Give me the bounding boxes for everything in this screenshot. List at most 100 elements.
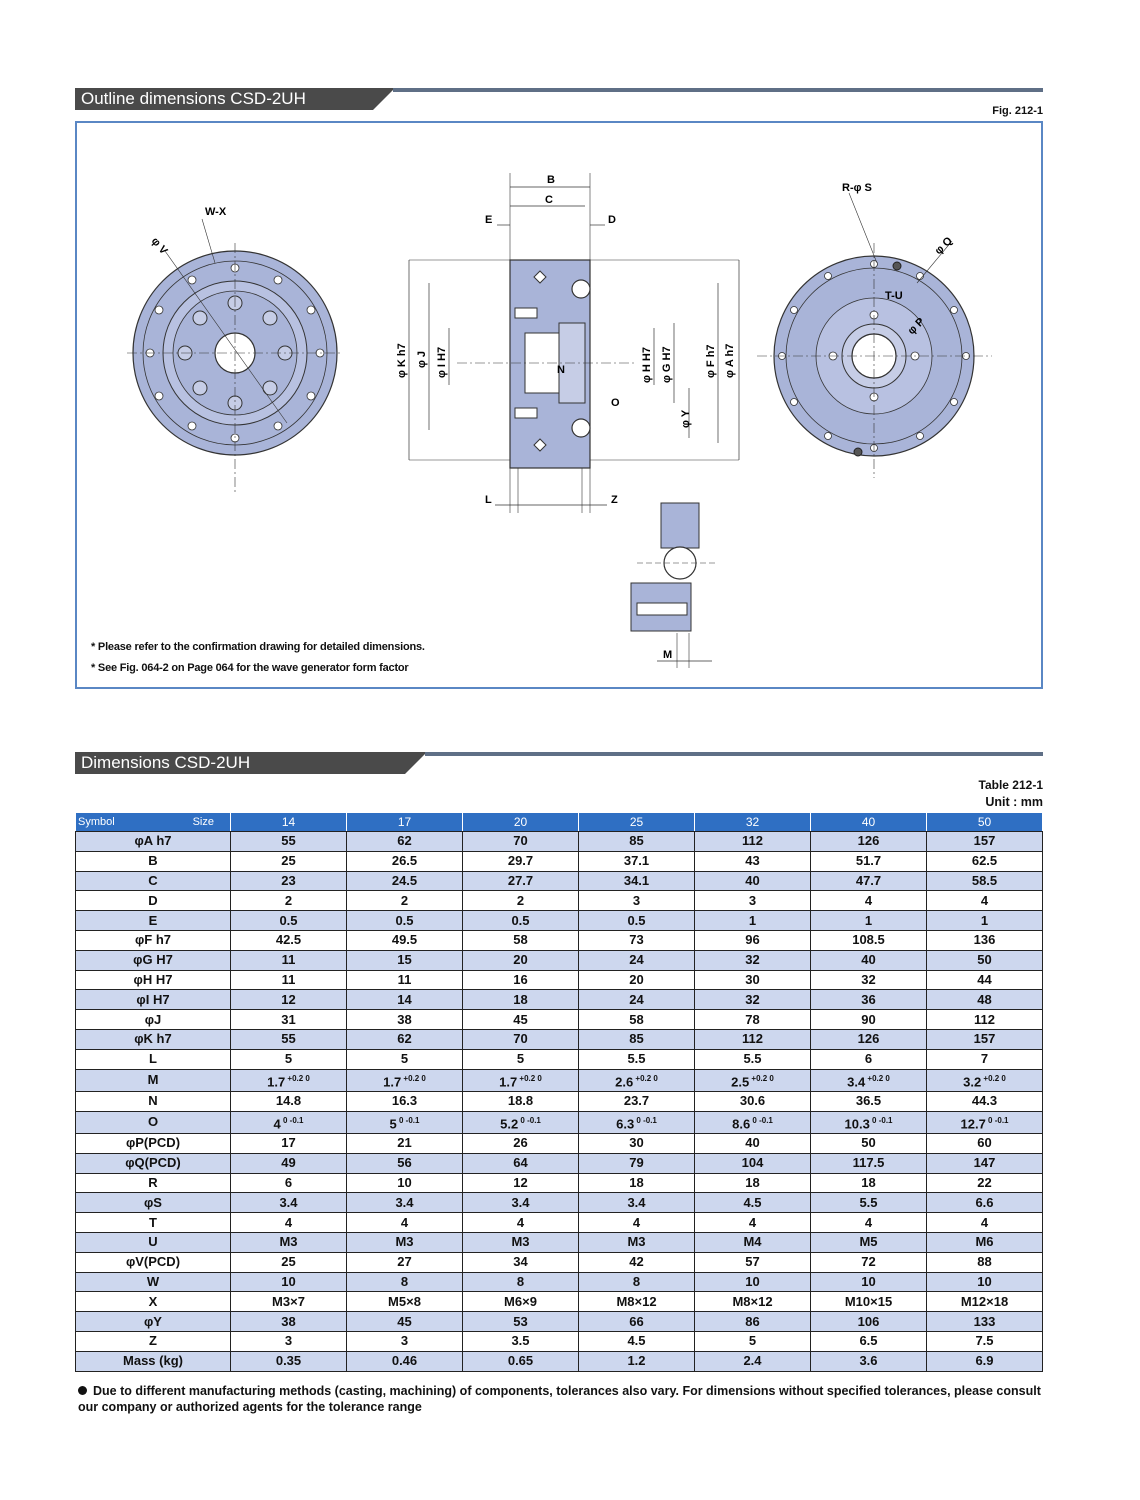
symbol-cell: φS [75,1192,231,1214]
tolerance-mark: +0.2 0 [517,1073,542,1083]
outline-section-header: Outline dimensions CSD-2UH [75,88,1043,110]
value-cell: 11 [230,949,347,971]
unit-label: Unit : mm [985,795,1043,809]
value-cell: 70 [462,1028,579,1050]
value-cell: 4 [926,1212,1043,1233]
value-cell: 0.35 [230,1350,347,1372]
header-size: Size [192,816,214,828]
value-cell: 6 [230,1172,347,1194]
header-tab-slant [397,752,427,774]
value-cell: 16.3 [346,1090,463,1112]
tolerance-mark: +0.2 0 [401,1073,426,1083]
tolerance-mark: 0 -0.1 [634,1115,657,1125]
value-cell: 26.5 [346,850,463,872]
value-cell: 70 [462,831,579,852]
value-cell: 25 [230,850,347,872]
value-cell: 1 [926,910,1043,931]
footnote: Due to different manufacturing methods (… [78,1383,1043,1415]
value-cell: 1.7 +0.2 0 [462,1068,579,1092]
value-cell: 30 [578,1133,695,1154]
value-cell: 24 [578,949,695,971]
value-cell: 14.8 [230,1090,347,1112]
label-y: φ Y [680,409,692,428]
value-cell: 8 [578,1271,695,1293]
symbol-cell: φP(PCD) [75,1133,231,1154]
header-rule [393,88,1043,92]
outline-section-title: Outline dimensions CSD-2UH [75,88,371,110]
value-cell: M3 [578,1232,695,1253]
value-cell: 136 [926,929,1043,951]
value-cell: 51.7 [810,850,927,872]
value-cell: 58 [462,929,579,951]
value-cell: 10 [810,1271,927,1293]
size-header-cell: 17 [346,812,463,832]
symbol-cell: φH H7 [75,969,231,991]
value-cell: 38 [346,1009,463,1030]
value-cell: 36 [810,989,927,1011]
value-cell: 1 [694,910,811,931]
symbol-cell: C [75,870,231,892]
tolerance-mark: +0.2 0 [633,1073,658,1083]
value-cell: 36.5 [810,1090,927,1112]
outline-figure: W-X φ V B C E D [75,121,1043,689]
symbol-cell: W [75,1271,231,1293]
value-cell: 10 [230,1271,347,1293]
value-cell: 2 [462,890,579,912]
value-cell: 5.5 [810,1192,927,1214]
outline-drawing: W-X φ V B C E D [127,173,992,668]
value-cell: 10 [926,1271,1043,1293]
symbol-cell: φA h7 [75,831,231,852]
value-cell: 56 [346,1152,463,1174]
value-cell: 85 [578,831,695,852]
value-cell: 23.7 [578,1090,695,1112]
value-cell: 10.3 0 -0.1 [810,1110,927,1135]
size-header-cell: 20 [462,812,579,832]
label-e: E [485,214,492,226]
value-cell: 112 [926,1009,1043,1030]
symbol-cell: φK h7 [75,1028,231,1050]
value-cell: 4 [926,890,1043,912]
tolerance-mark: 0 -0.1 [750,1115,773,1125]
value-cell: M5×8 [346,1291,463,1313]
label-g: φ G H7 [661,346,673,383]
value-cell: 126 [810,1028,927,1050]
value-cell: 32 [694,949,811,971]
value-cell: 38 [230,1311,347,1332]
value-cell: 11 [230,969,347,991]
value-cell: 3 [578,890,695,912]
value-cell: 45 [462,1009,579,1030]
symbol-cell: L [75,1048,231,1070]
value-cell: 2 [346,890,463,912]
value-cell: 73 [578,929,695,951]
value-cell: 5.5 [694,1048,811,1070]
section-view: B C E D φ K h7 φ J φ I H7 N φ H H7 [396,173,740,513]
value-cell: 60 [926,1133,1043,1154]
value-cell: 5 [346,1048,463,1070]
value-cell: 40 [810,949,927,971]
value-cell: 21 [346,1133,463,1154]
value-cell: 2.4 [694,1350,811,1372]
value-cell: 3.4 +0.2 0 [810,1068,927,1092]
value-cell: 18 [462,989,579,1011]
value-cell: 0.46 [346,1350,463,1372]
value-cell: 126 [810,831,927,852]
value-cell: 133 [926,1311,1043,1332]
value-cell: 30.6 [694,1090,811,1112]
value-cell: 31 [230,1009,347,1030]
value-cell: 5 [462,1048,579,1070]
value-cell: 6.9 [926,1350,1043,1372]
value-cell: M6×9 [462,1291,579,1313]
symbol-cell: M [75,1068,231,1092]
value-cell: 5 [694,1330,811,1352]
value-cell: 1.2 [578,1350,695,1372]
value-cell: 32 [810,969,927,991]
symbol-cell: φQ(PCD) [75,1152,231,1174]
value-cell: 17 [230,1133,347,1154]
